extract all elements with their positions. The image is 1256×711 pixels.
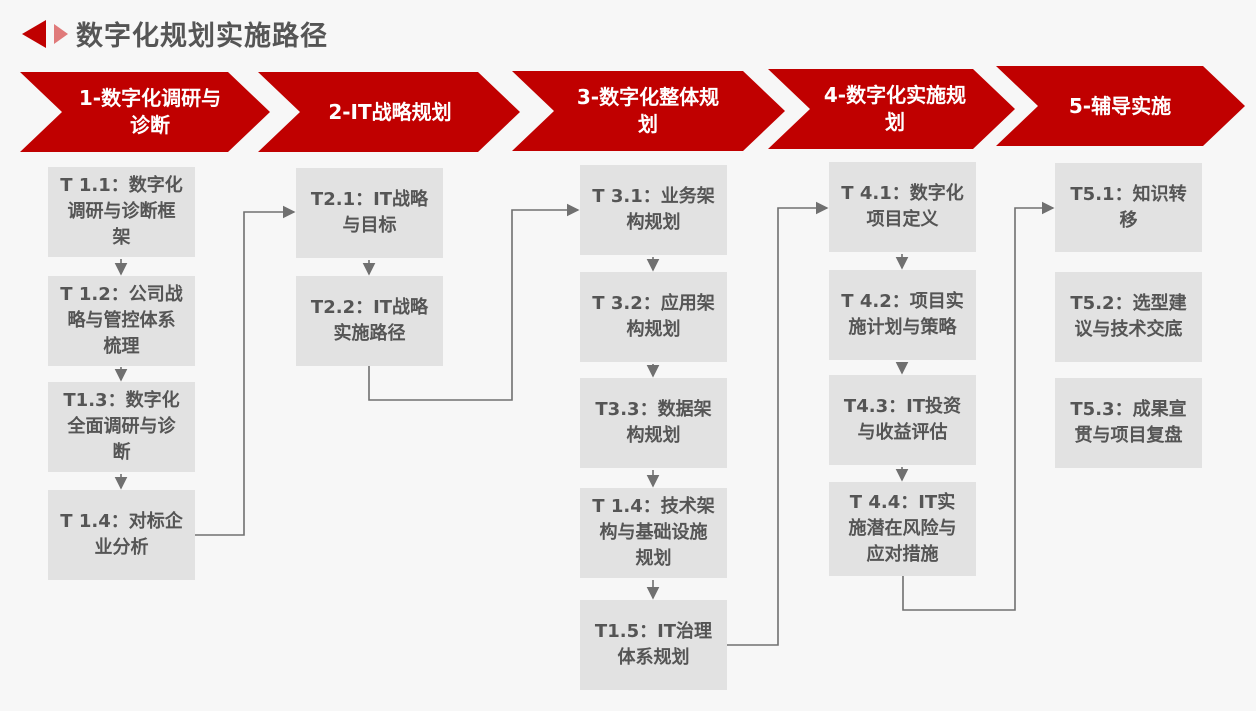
phase-2-chevron bbox=[258, 72, 520, 152]
task-box: T 1.2：公司战略与管控体系梳理 bbox=[48, 276, 195, 366]
title-left-arrow-icon bbox=[22, 20, 46, 48]
task-box: T5.3：成果宣贯与项目复盘 bbox=[1055, 378, 1202, 468]
phase-4-chevron bbox=[768, 69, 1015, 149]
task-box: T4.3：IT投资与收益评估 bbox=[829, 375, 976, 465]
task-box: T1.3：数字化全面调研与诊断 bbox=[48, 382, 195, 472]
task-box: T1.5：IT治理体系规划 bbox=[580, 600, 727, 690]
task-box: T3.3：数据架构规划 bbox=[580, 378, 727, 468]
phase-1-label: 1-数字化调研与诊断 bbox=[78, 86, 222, 137]
task-box: T 1.4：技术架构与基础设施规划 bbox=[580, 488, 727, 578]
task-box: T 3.1：业务架构规划 bbox=[580, 165, 727, 255]
phase-3-label: 3-数字化整体规划 bbox=[576, 85, 720, 136]
task-box: T 1.4：对标企业分析 bbox=[48, 490, 195, 580]
phase-1-chevron bbox=[20, 72, 270, 152]
task-box: T5.2：选型建议与技术交底 bbox=[1055, 272, 1202, 362]
title-right-arrow-icon bbox=[54, 24, 68, 44]
task-box: T 4.1：数字化项目定义 bbox=[829, 162, 976, 252]
task-box: T2.2：IT战略实施路径 bbox=[296, 276, 443, 366]
task-box: T 3.2：应用架构规划 bbox=[580, 272, 727, 362]
task-box: T 4.4：IT实施潜在风险与应对措施 bbox=[829, 482, 976, 576]
phase-4-label: 4-数字化实施规划 bbox=[823, 83, 967, 134]
task-box: T 4.2：项目实施计划与策略 bbox=[829, 270, 976, 360]
page-title: 数字化规划实施路径 bbox=[76, 21, 328, 52]
phase-2-label: 2-IT战略规划 bbox=[328, 99, 452, 124]
task-box: T5.1：知识转移 bbox=[1055, 163, 1202, 252]
phase-5-label: 5-辅导实施 bbox=[1068, 93, 1172, 118]
phase-5-chevron bbox=[996, 66, 1245, 146]
phase-3-chevron bbox=[512, 71, 785, 151]
connectors bbox=[114, 201, 1055, 646]
task-box: T 1.1：数字化调研与诊断框架 bbox=[48, 167, 195, 257]
task-box: T2.1：IT战略与目标 bbox=[296, 168, 443, 258]
